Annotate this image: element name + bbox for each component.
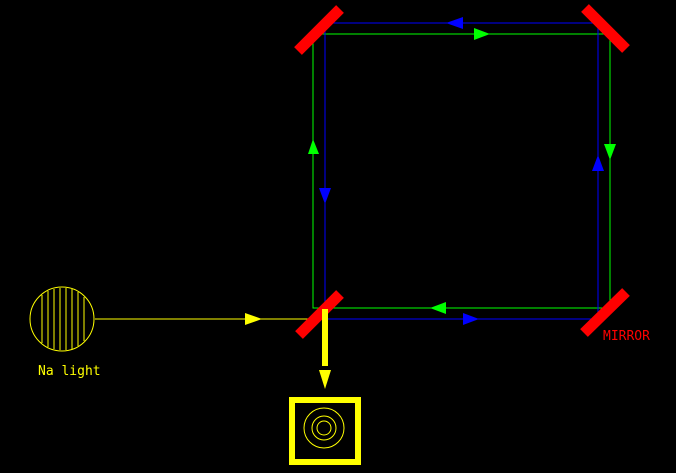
fringe-ring	[311, 415, 337, 441]
green-arrow-left	[308, 139, 319, 154]
green-arrow-right	[604, 144, 616, 160]
fringe-ring	[316, 420, 332, 436]
beam-splitter	[295, 290, 344, 339]
incident-arrow	[245, 313, 262, 325]
sodium-light-source	[29, 286, 95, 352]
mirror-top-left	[294, 5, 344, 55]
fringe-ring	[303, 407, 345, 449]
green-arrow-top	[474, 28, 490, 40]
detector-screen	[289, 397, 361, 465]
clockwise-beam-path	[312, 33, 611, 309]
output-arrow	[319, 370, 331, 389]
mirror-label: MIRROR	[603, 329, 650, 344]
blue-arrow-top	[446, 17, 463, 29]
blue-arrow-left	[319, 188, 331, 204]
blue-arrow-bottom	[463, 313, 479, 325]
counterclockwise-beam-path	[318, 22, 599, 320]
green-arrow-bottom	[430, 302, 446, 314]
mirror-top-right	[581, 4, 630, 53]
mirror-bottom-right	[580, 288, 630, 337]
blue-arrow-right	[592, 155, 604, 171]
source-label: Na light	[38, 364, 101, 379]
